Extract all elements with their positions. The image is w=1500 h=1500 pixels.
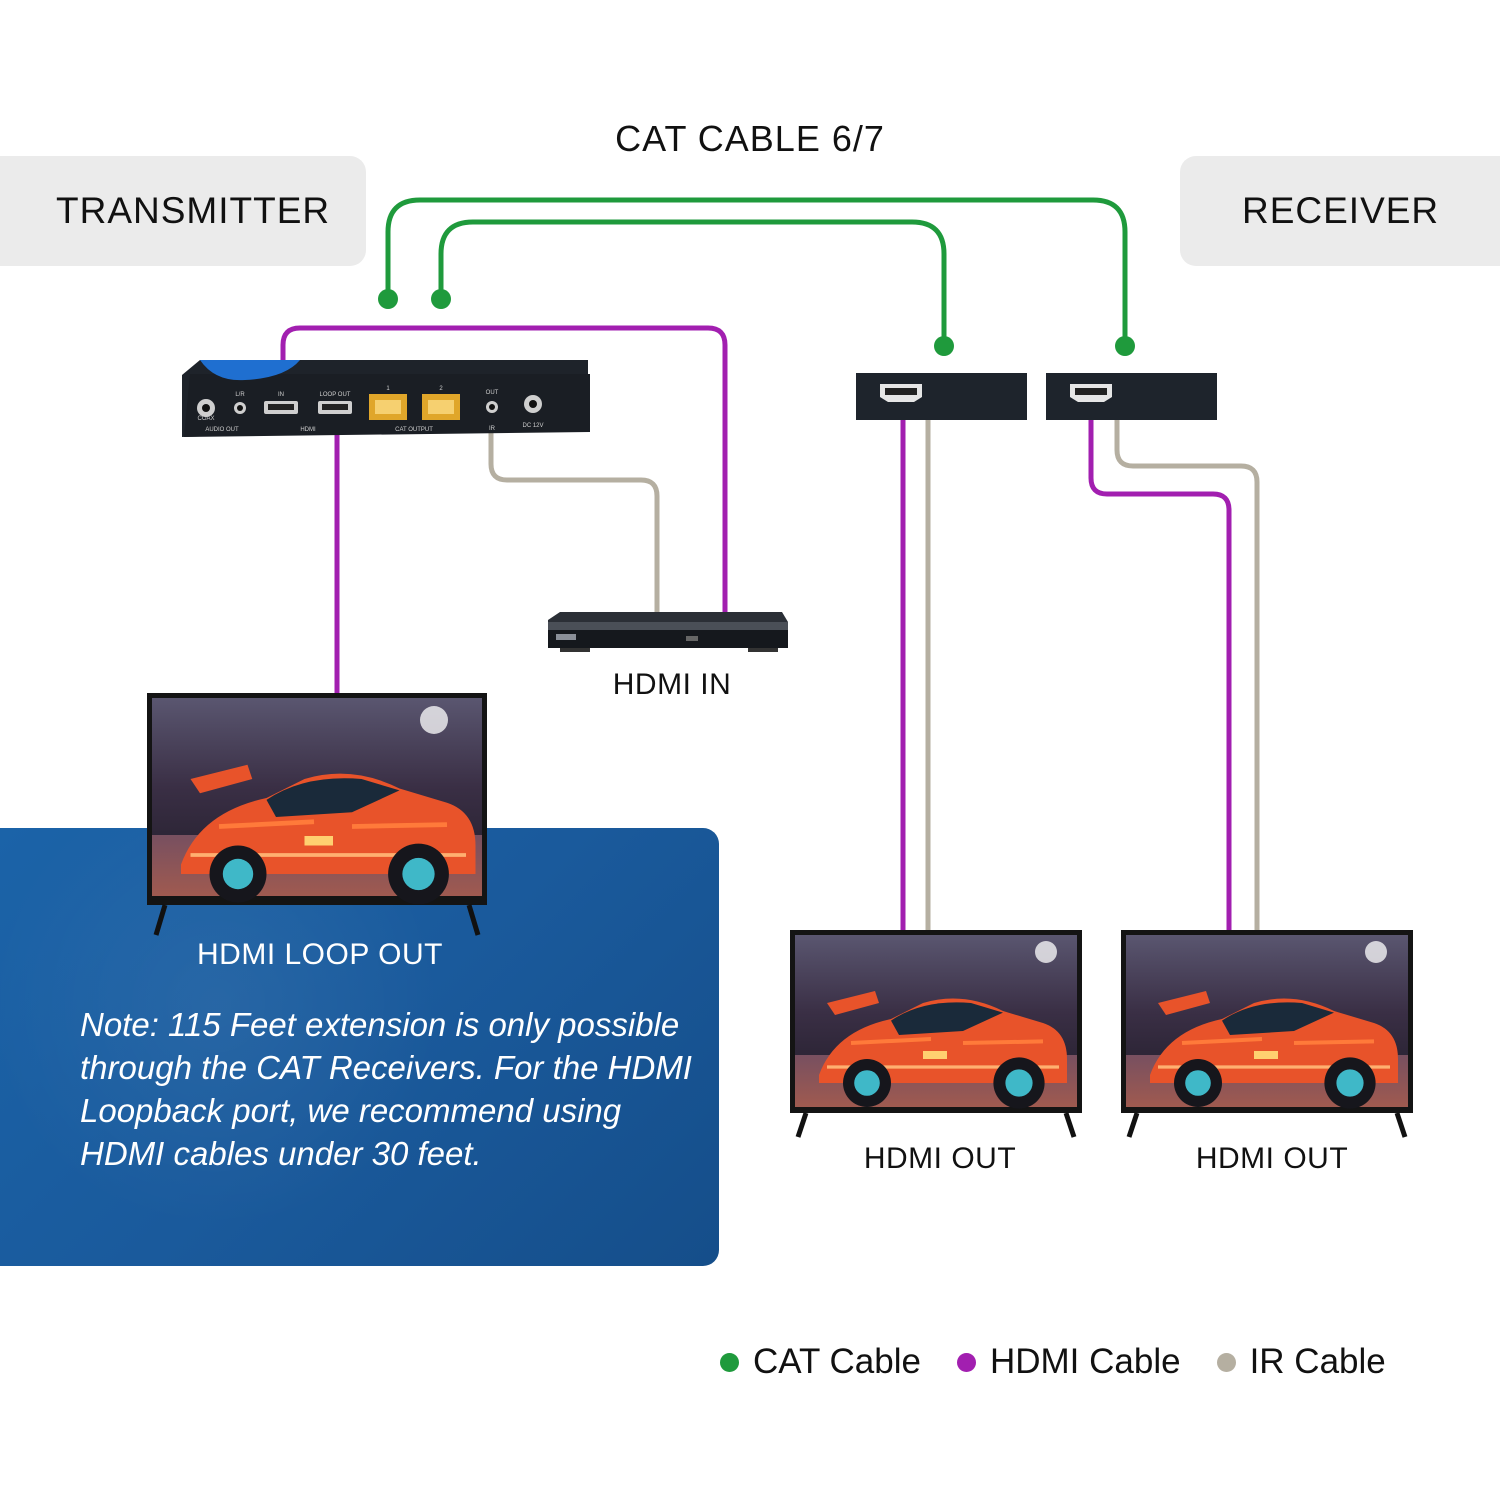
port-label-loop-out: LOOP OUT xyxy=(320,392,351,398)
cat-cables xyxy=(385,197,1128,346)
group-label-audio-out: AUDIO OUT xyxy=(205,427,239,433)
hdmi-in-cable xyxy=(280,325,728,612)
port-label-dc: DC 12V xyxy=(522,423,543,429)
legend-label-ir: IR Cable xyxy=(1249,1342,1386,1381)
note-text: Note: 115 Feet extension is only possibl… xyxy=(80,1006,692,1172)
group-label-hdmi: HDMI xyxy=(300,427,316,433)
ir-cables xyxy=(488,420,1260,932)
group-label-cat-output: CAT OUTPUT xyxy=(395,427,433,433)
ir-out-2-cable xyxy=(1114,420,1260,932)
receiver-1-cat-dot xyxy=(934,336,954,356)
cat-cable-2 xyxy=(385,197,1128,346)
hdmi-cables xyxy=(280,325,1232,932)
tv-hdmi-out-1 xyxy=(790,930,1082,1138)
port-label-ir-out: OUT xyxy=(486,390,499,396)
receiver-2-device xyxy=(1046,373,1217,420)
port-label-coax: COAX xyxy=(197,416,214,422)
hdmi-out-2-label: HDMI OUT xyxy=(1195,1142,1349,1175)
legend-dot-hdmi xyxy=(956,1352,976,1372)
cat-cable-title: CAT CABLE 6/7 xyxy=(615,118,885,159)
legend-dot-cat xyxy=(720,1352,739,1372)
group-label-ir: IR xyxy=(489,426,496,432)
legend-label-cat: CAT Cable xyxy=(753,1342,921,1381)
ir-tx-cable xyxy=(488,430,660,612)
receiver-header: RECEIVER xyxy=(1180,156,1500,266)
receiver-label: RECEIVER xyxy=(1242,190,1440,231)
cat-port-2-dot xyxy=(431,289,451,309)
legend-label-hdmi: HDMI Cable xyxy=(989,1342,1181,1381)
hdmi-in-label: HDMI IN xyxy=(612,668,732,701)
hdmi-out-2-cable xyxy=(1088,420,1232,932)
port-label-cat-1: 1 xyxy=(386,386,390,392)
transmitter-header: TRANSMITTER xyxy=(0,156,366,266)
hdmi-out-1-label: HDMI OUT xyxy=(863,1142,1017,1175)
hdmi-source-player xyxy=(548,612,788,652)
transmitter-label: TRANSMITTER xyxy=(56,190,331,231)
port-label-cat-2: 2 xyxy=(439,386,443,392)
legend-item-ir: IR Cable xyxy=(1216,1342,1386,1382)
transmitter-device: COAX L/R IN LOOP OUT 1 2 OUT DC 12V AUDI… xyxy=(182,360,590,437)
receiver-2-cat-dot xyxy=(1115,336,1135,356)
legend-dot-ir xyxy=(1216,1352,1236,1372)
legend: CAT Cable HDMI Cable IR Cable xyxy=(720,1340,1422,1384)
legend-item-cat: CAT Cable xyxy=(720,1342,921,1382)
tv-hdmi-out-2 xyxy=(1121,930,1413,1138)
cat-port-1-dot xyxy=(378,289,398,309)
receiver-1-device xyxy=(856,373,1027,420)
cat-cable-1 xyxy=(438,219,947,346)
legend-item-hdmi: HDMI Cable xyxy=(956,1342,1181,1382)
hdmi-loop-out-label: HDMI LOOP OUT xyxy=(197,938,443,971)
port-label-in: IN xyxy=(278,392,284,398)
tv-loop-out xyxy=(147,693,487,936)
port-label-lr: L/R xyxy=(235,392,245,398)
